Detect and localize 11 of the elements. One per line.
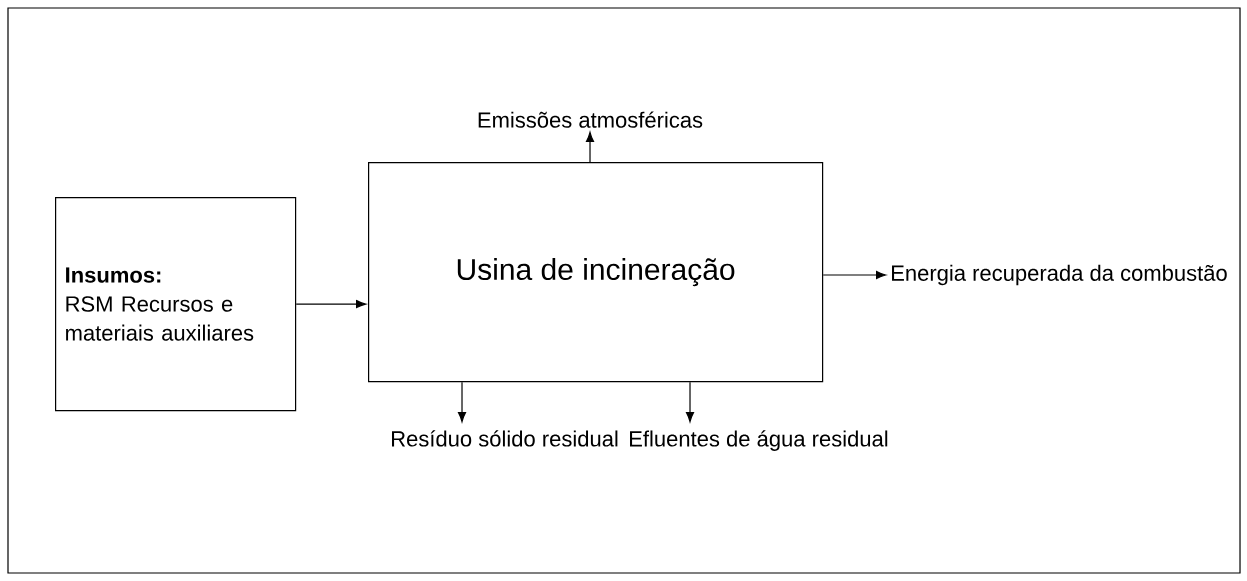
output-label: Resíduo sólido residual bbox=[392, 430, 618, 447]
arrow bbox=[585, 131, 595, 163]
process-box: Usina de incineração bbox=[368, 162, 824, 383]
arrow bbox=[822, 270, 887, 280]
arrow bbox=[457, 381, 467, 423]
arrow bbox=[685, 381, 695, 423]
arrow bbox=[295, 300, 367, 309]
input-box: Insumos: RSM Recursos e materiais auxiliares bbox=[55, 197, 297, 412]
output-label: Energia recuperada da combustão bbox=[892, 264, 1227, 286]
output-label: Emissões atmosféricas bbox=[478, 111, 703, 128]
output-label: Efluentes de água residual bbox=[630, 430, 888, 451]
